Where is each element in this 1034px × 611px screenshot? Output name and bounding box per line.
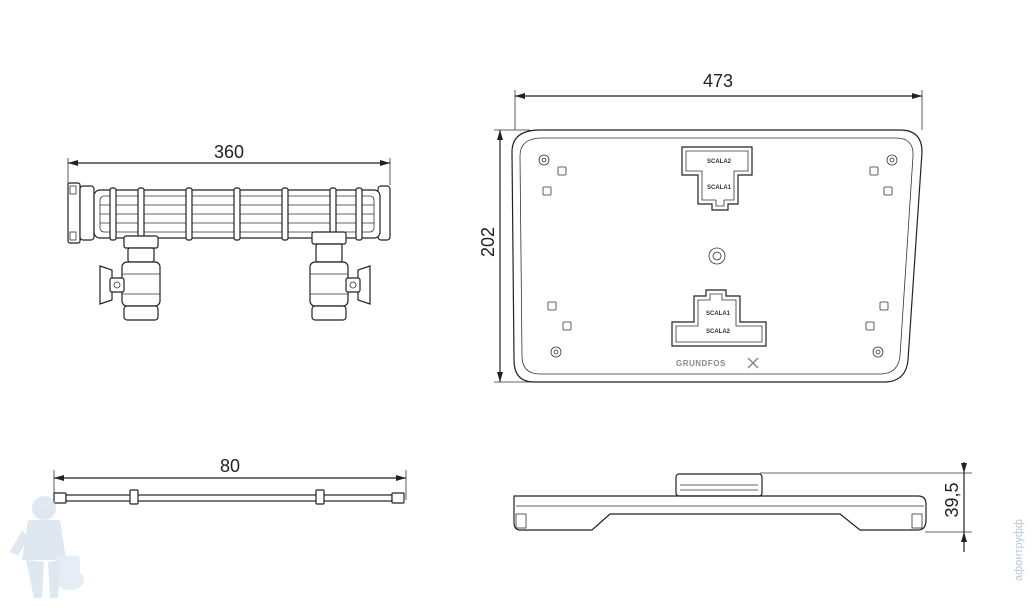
bottom-pump-recess: SCALA1 SCALA2 — [671, 289, 767, 347]
left-valve — [99, 235, 161, 321]
plate-plan-view: 473 202 — [478, 71, 923, 383]
right-valve — [309, 231, 371, 321]
bottom-recess-label-first: SCALA1 — [706, 311, 731, 317]
grundfos-logo-mark — [747, 357, 759, 369]
plate-thickness-label: 39,5 — [942, 482, 962, 517]
plate-width-dimension: 473 — [514, 71, 923, 130]
plate-side-view: 39,5 — [513, 462, 972, 552]
plate-height-dimension: 202 — [478, 129, 530, 383]
manifold-ribs — [109, 187, 363, 241]
manifold-view: 360 — [67, 142, 391, 321]
top-recess-label-first: SCALA2 — [707, 159, 732, 165]
pipe-view: 80 — [53, 456, 407, 505]
manifold-length-label: 360 — [214, 142, 244, 162]
grundfos-logo: GRUNDFOS — [676, 359, 726, 368]
plate-mounting-holes — [538, 154, 898, 358]
plate-height-label: 202 — [478, 227, 498, 257]
top-recess-label-second: SCALA1 — [707, 185, 732, 191]
plate-slots — [542, 166, 893, 331]
top-pump-recess: SCALA2 SCALA1 — [681, 146, 753, 211]
pipe-length-label: 80 — [220, 456, 240, 476]
pipe-dimension: 80 — [53, 456, 407, 500]
bottom-recess-label-second: SCALA2 — [706, 329, 731, 335]
plate-thickness-dimension: 39,5 — [760, 462, 972, 552]
watermark-mascot-illustration — [10, 496, 84, 598]
watermark-text: афонтруфф — [1013, 519, 1025, 581]
manifold-dimension: 360 — [67, 142, 391, 185]
plate-width-label: 473 — [703, 71, 733, 91]
